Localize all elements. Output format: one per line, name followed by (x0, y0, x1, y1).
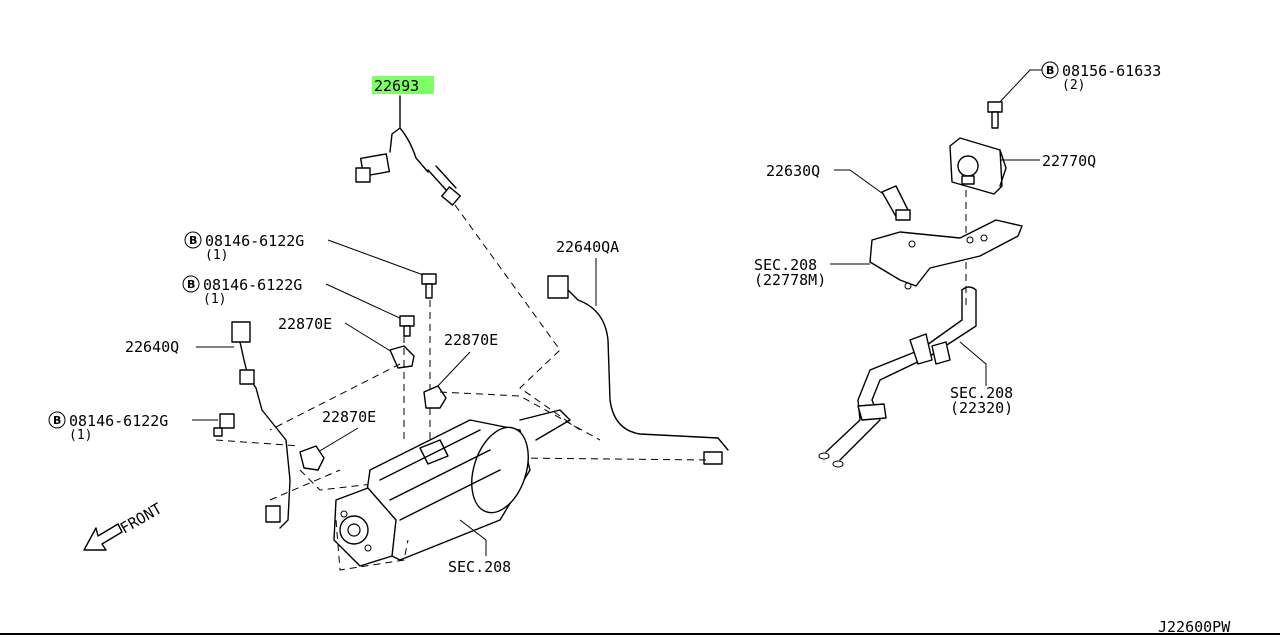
sensor-22640q[interactable] (231, 321, 291, 529)
actuator-22770q[interactable] (949, 137, 1007, 195)
dashline-converter (335, 519, 409, 571)
label-front: FRONT (117, 499, 165, 537)
front-arrow-icon (83, 523, 123, 551)
bolt-part-d[interactable] (987, 101, 1003, 129)
bolt-d-symbol: B (1046, 64, 1054, 77)
leader-sec208-b (959, 341, 987, 386)
leader-bolt-a (327, 239, 427, 277)
label-22870e-c[interactable]: 22870E (322, 408, 376, 426)
dashline-network (269, 336, 601, 501)
leader-bolt-b (325, 283, 405, 321)
label-sec208-b[interactable]: SEC.208 (950, 384, 1013, 402)
label-22870e-b[interactable]: 22870E (444, 331, 498, 349)
leader-22870e-b (435, 351, 471, 389)
label-bolt-a: 08146-6122G (205, 232, 304, 250)
drawing-code: J22600PW (1158, 618, 1231, 636)
bolt-part-b[interactable] (399, 315, 415, 337)
label-22693[interactable]: 22693 (374, 77, 419, 95)
highlight-22693 (372, 76, 434, 94)
label-bolt-d-qty: (2) (1062, 78, 1085, 93)
label-sec208-a[interactable]: SEC.208 (754, 256, 817, 274)
bolt-callout-b[interactable]: B 08146-6122G (1) (182, 275, 302, 307)
dashline-22640qa (519, 457, 707, 461)
leader-22630q (834, 169, 887, 197)
label-sec208-a-sub[interactable]: (22778M) (754, 271, 826, 289)
label-bolt-b: 08146-6122G (203, 276, 302, 294)
label-sec208-c[interactable]: SEC.208 (448, 558, 511, 576)
bolt-c-symbol: B (53, 414, 61, 427)
bolt-part-a[interactable] (421, 273, 437, 299)
label-bolt-d: 08156-61633 (1062, 62, 1161, 80)
bracket-22778m[interactable] (869, 219, 1023, 290)
dashline-22693 (454, 204, 581, 431)
label-22640q[interactable]: 22640Q (125, 338, 179, 356)
label-22630q[interactable]: 22630Q (766, 162, 820, 180)
leader-bolt-d (997, 69, 1042, 105)
clamp-22870e-b[interactable] (423, 385, 447, 409)
label-bolt-b-qty: (1) (203, 292, 226, 307)
bolt-callout-a[interactable]: B 08146-6122G (1) (184, 231, 304, 263)
label-22770q[interactable]: 22770Q (1042, 152, 1096, 170)
label-bolt-c-qty: (1) (69, 428, 92, 443)
oxygen-sensor-22693[interactable] (355, 95, 461, 206)
bolt-part-c[interactable] (213, 413, 235, 437)
label-22640qa[interactable]: 22640QA (556, 238, 619, 256)
bolt-a-symbol: B (189, 234, 197, 247)
bolt-callout-d[interactable]: B 08156-61633 (2) (1041, 61, 1161, 93)
bolt-b-symbol: B (187, 278, 195, 291)
bolt-callout-c[interactable]: B 08146-6122G (1) (48, 411, 168, 443)
sensor-22640qa[interactable] (547, 275, 729, 465)
label-bolt-c: 08146-6122G (69, 412, 168, 430)
clamp-22870e-a[interactable] (389, 345, 415, 369)
dashline-bolt-c (215, 439, 301, 447)
sensor-22630q[interactable] (881, 185, 911, 221)
label-22870e-a[interactable]: 22870E (278, 315, 332, 333)
leader-sec208-c (459, 519, 487, 556)
hose-22320[interactable] (818, 286, 977, 468)
label-bolt-a-qty: (1) (205, 248, 228, 263)
clamp-22870e-c[interactable] (299, 445, 325, 471)
leader-22870e-a (344, 322, 393, 353)
catalytic-converter[interactable] (333, 409, 571, 567)
leader-22870e-c (317, 427, 359, 453)
label-sec208-b-sub[interactable]: (22320) (950, 399, 1013, 417)
